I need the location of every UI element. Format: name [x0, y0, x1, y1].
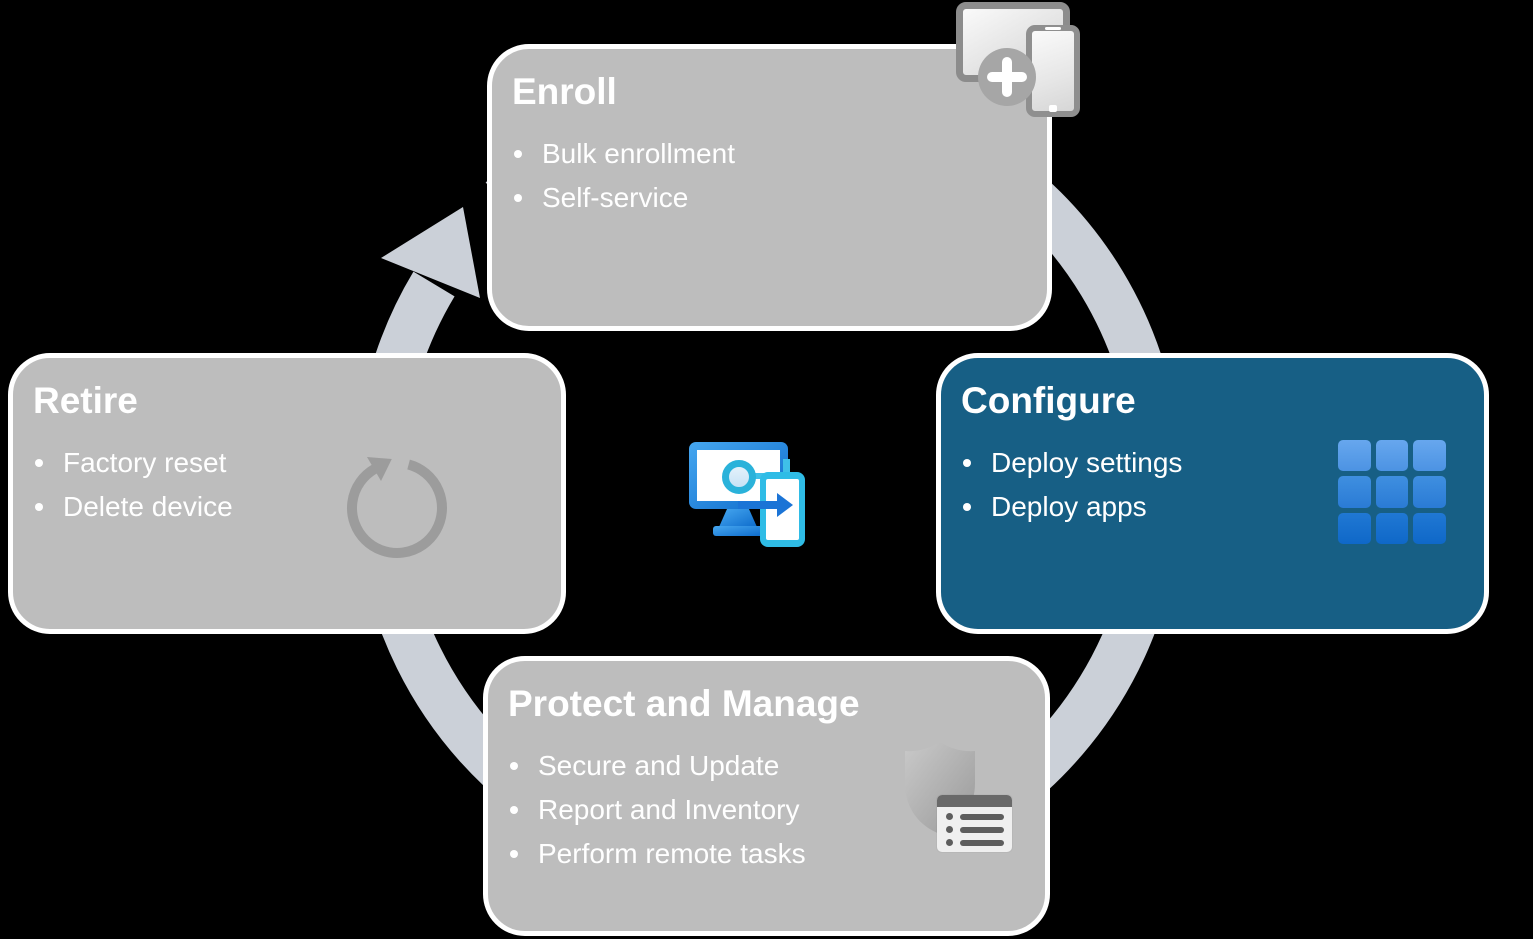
bullet-dot — [963, 459, 971, 467]
bullet-dot — [35, 503, 43, 511]
list-item: Report and Inventory — [508, 788, 1025, 832]
bullet-dot — [963, 503, 971, 511]
add-devices-icon — [950, 0, 1086, 118]
devices-sync-icon — [689, 442, 805, 547]
cycle-arrowhead-icon — [381, 207, 480, 298]
bullet-list: Factory reset Delete device — [33, 441, 541, 529]
list-item: Factory reset — [33, 441, 541, 485]
lens-circle-icon — [722, 460, 756, 494]
node-retire: Retire Factory reset Delete device — [8, 353, 566, 634]
bullet-text: Deploy settings — [991, 447, 1183, 478]
list-item: Bulk enrollment — [512, 132, 1027, 176]
bullet-dot — [35, 459, 43, 467]
connector-line — [750, 473, 764, 479]
bullet-list: Secure and Update Report and Inventory P… — [508, 744, 1025, 876]
list-item: Perform remote tasks — [508, 832, 1025, 876]
node-title: Enroll — [512, 71, 617, 112]
bullet-list: Bulk enrollment Self-service — [512, 132, 1027, 220]
bullet-dot — [510, 762, 518, 770]
node-title: Protect and Manage — [508, 683, 860, 724]
bullet-text: Secure and Update — [538, 750, 780, 781]
bullet-dot — [510, 806, 518, 814]
bullet-text: Report and Inventory — [538, 794, 800, 825]
list-item: Deploy apps — [961, 485, 1464, 529]
bullet-text: Perform remote tasks — [538, 838, 806, 869]
node-title: Configure — [961, 380, 1136, 421]
shield-inventory-icon — [895, 738, 1020, 860]
bullet-text: Delete device — [63, 491, 233, 522]
list-item: Self-service — [512, 176, 1027, 220]
arrow-right-icon — [738, 493, 793, 517]
plus-icon — [978, 48, 1036, 106]
reset-arrow-icon — [347, 457, 447, 558]
app-grid-icon — [1338, 440, 1446, 544]
bullet-dot — [510, 850, 518, 858]
node-protect: Protect and Manage Secure and Update Rep… — [483, 656, 1050, 936]
inventory-header — [937, 795, 1012, 807]
bullet-text: Deploy apps — [991, 491, 1147, 522]
tablet-camera-notch-icon — [1006, 3, 1030, 8]
bullet-dot — [514, 194, 522, 202]
node-enroll: Enroll Bulk enrollment Self-service — [487, 2, 1080, 331]
node-configure: Configure Deploy settings Deploy apps — [936, 353, 1489, 634]
bullet-list: Deploy settings Deploy apps — [961, 441, 1464, 529]
list-item: Delete device — [33, 485, 541, 529]
list-item: Deploy settings — [961, 441, 1464, 485]
list-item: Secure and Update — [508, 744, 1025, 788]
bullet-text: Factory reset — [63, 447, 227, 478]
bullet-text: Self-service — [542, 182, 689, 213]
bullet-text: Bulk enrollment — [542, 138, 735, 169]
inventory-list-icon — [937, 795, 1012, 852]
bullet-dot — [514, 150, 522, 158]
connector-stub — [783, 459, 790, 474]
node-title: Retire — [33, 380, 138, 421]
